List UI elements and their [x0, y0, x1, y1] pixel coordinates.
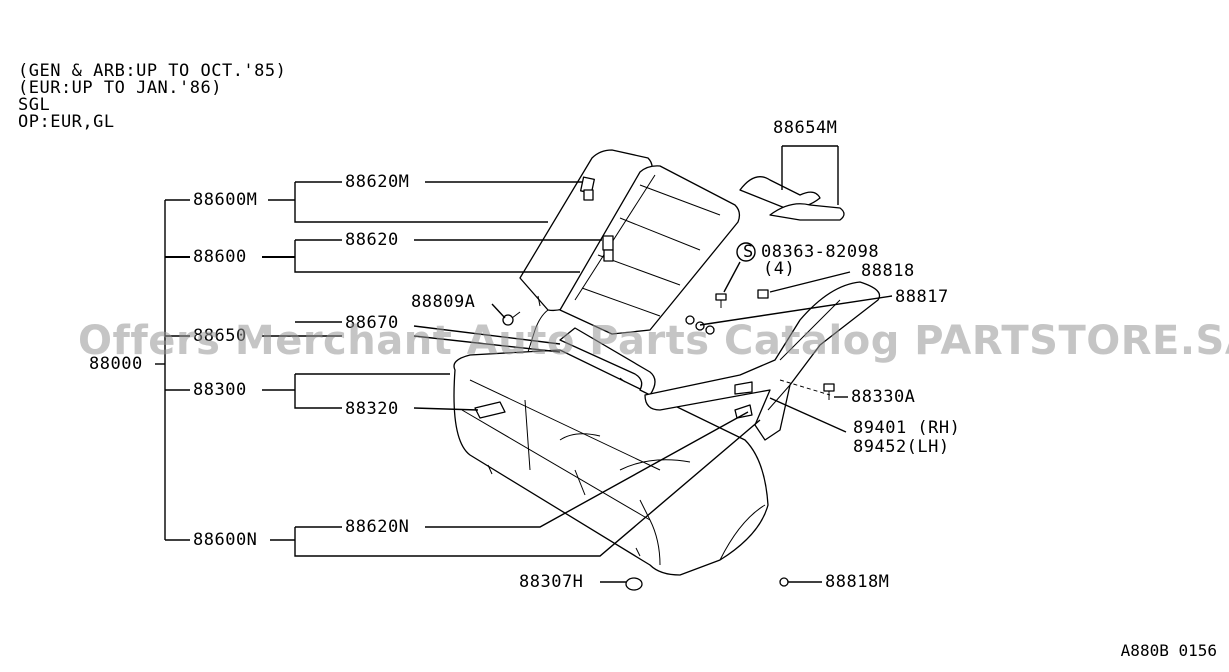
- label-88600N[interactable]: 88600N: [192, 530, 259, 550]
- label-88620M[interactable]: 88620M: [344, 172, 411, 192]
- back-clip-88620: [602, 235, 614, 262]
- bolt-88330A: [823, 383, 835, 400]
- watermark-text: Offers Merchant Auto Parts Catalog PARTS…: [78, 318, 1229, 364]
- label-88320[interactable]: 88320: [344, 399, 400, 419]
- hinge-89401: [734, 381, 753, 419]
- cap-88307H: [625, 577, 643, 591]
- grommet-88818M: [779, 577, 789, 587]
- label-qty-4: (4): [762, 259, 797, 279]
- label-88600[interactable]: 88600: [192, 247, 248, 267]
- label-88330A[interactable]: 88330A: [850, 387, 917, 407]
- armrest-88817: [644, 281, 881, 441]
- label-88809A[interactable]: 88809A: [410, 292, 477, 312]
- label-88620N[interactable]: 88620N: [344, 517, 411, 537]
- belt-guide-88654M: [739, 176, 845, 221]
- label-89401-rh[interactable]: 89401 (RH): [852, 418, 962, 438]
- label-88300[interactable]: 88300: [192, 380, 248, 400]
- label-88818[interactable]: 88818: [860, 261, 916, 281]
- back-clip-88620M: [580, 176, 595, 201]
- label-s-mark: S: [743, 242, 754, 262]
- s-mark-circle: [736, 242, 756, 262]
- label-88818M[interactable]: 88818M: [824, 572, 891, 592]
- hook-88320: [474, 401, 506, 419]
- seat-cushion-illustration: [453, 349, 769, 576]
- label-89452-lh[interactable]: 89452(LH): [852, 437, 951, 457]
- label-88650[interactable]: 88650: [192, 326, 248, 346]
- leader-lines: [155, 145, 893, 583]
- label-88620[interactable]: 88620: [344, 230, 400, 250]
- clip-88809A: [502, 295, 541, 326]
- note-line-4: OP:EUR,GL: [18, 112, 115, 132]
- label-88307H[interactable]: 88307H: [518, 572, 585, 592]
- label-88670[interactable]: 88670: [344, 313, 400, 333]
- label-88600M[interactable]: 88600M: [192, 190, 259, 210]
- seat-back-illustration: [519, 149, 741, 353]
- note-line-1: (GEN & ARB:UP TO OCT.'85): [18, 61, 287, 81]
- note-line-3: SGL: [18, 95, 51, 115]
- note-line-2: (EUR:UP TO JAN.'86): [18, 78, 222, 98]
- label-88817[interactable]: 88817: [894, 287, 950, 307]
- hinge-screws: [685, 315, 715, 335]
- label-88000[interactable]: 88000: [88, 354, 144, 374]
- label-88654M[interactable]: 88654M: [772, 118, 839, 138]
- diagram-code: A880B 0156: [1120, 641, 1217, 660]
- bolt-08363: [715, 293, 727, 308]
- clip-88818: [757, 289, 769, 299]
- label-08363-82098[interactable]: 08363-82098: [760, 242, 881, 262]
